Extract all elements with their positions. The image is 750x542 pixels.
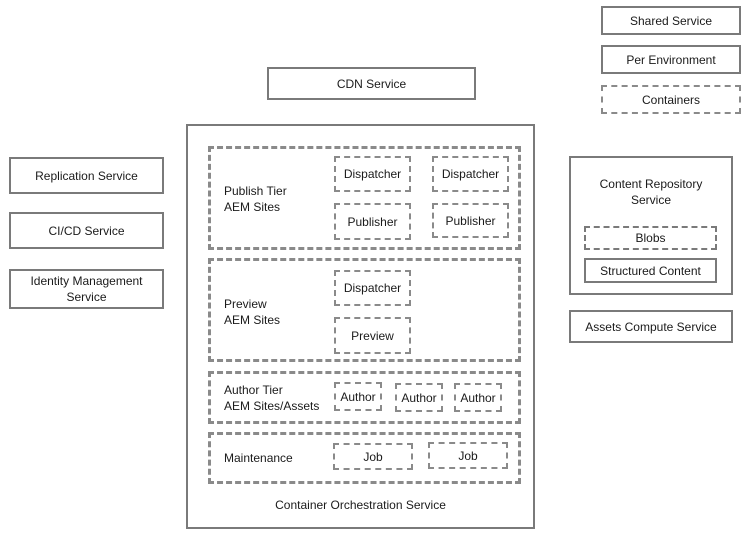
- identity-management-service: Identity Management Service: [9, 269, 164, 309]
- publisher-label: Publisher: [445, 213, 496, 228]
- publish-tier-label-2: AEM Sites: [224, 200, 281, 214]
- author-tier: [208, 371, 521, 424]
- publish-tier-title: Publish Tier AEM Sites: [224, 183, 287, 215]
- dispatcher-label: Dispatcher: [441, 167, 500, 181]
- replication-service: Replication Service: [9, 157, 164, 194]
- identity-management-label: Identity Management Service: [30, 274, 143, 304]
- publish-dispatcher-2: Dispatcher: [432, 156, 509, 192]
- cicd-service-label: CI/CD Service: [48, 223, 125, 238]
- preview-tier-title: Preview AEM Sites: [224, 296, 280, 328]
- cdn-service: CDN Service: [267, 67, 476, 100]
- container-orchestration-label: Container Orchestration Service: [275, 498, 446, 512]
- assets-compute-label: Assets Compute Service: [585, 319, 717, 334]
- dispatcher-label: Dispatcher: [343, 167, 402, 181]
- maintenance-tier: [208, 432, 521, 484]
- legend-containers: Containers: [601, 85, 741, 114]
- structured-content-store: Structured Content: [584, 258, 717, 283]
- author-label: Author: [340, 389, 376, 404]
- legend-shared-label: Shared Service: [629, 13, 713, 28]
- job-1: Job: [333, 443, 413, 470]
- author-2: Author: [395, 383, 443, 412]
- preview-label: Preview: [351, 328, 394, 343]
- cdn-service-label: CDN Service: [336, 76, 407, 91]
- author-tier-label-2: AEM Sites/Assets: [224, 399, 320, 413]
- legend-containers-label: Containers: [641, 92, 701, 107]
- maintenance-label: Maintenance: [224, 451, 293, 465]
- author-tier-title: Author Tier AEM Sites/Assets: [224, 382, 319, 414]
- publish-tier: [208, 146, 521, 250]
- author-label: Author: [460, 390, 496, 405]
- content-repository-label: Content Repository Service: [599, 177, 703, 207]
- cicd-service: CI/CD Service: [9, 212, 164, 249]
- structured-content-label: Structured Content: [600, 263, 701, 278]
- job-label: Job: [363, 449, 383, 464]
- author-label: Author: [401, 390, 437, 405]
- preview-tier-label-1: Preview: [224, 297, 267, 311]
- preview-instance: Preview: [334, 317, 411, 354]
- preview-tier-label-2: AEM Sites: [224, 313, 281, 327]
- author-tier-label-1: Author Tier: [224, 383, 283, 397]
- replication-service-label: Replication Service: [35, 168, 138, 183]
- publish-tier-label-1: Publish Tier: [224, 184, 287, 198]
- publish-dispatcher-1: Dispatcher: [334, 156, 411, 192]
- publisher-2: Publisher: [432, 203, 509, 238]
- blobs-label: Blobs: [635, 231, 666, 245]
- job-2: Job: [428, 442, 508, 469]
- dispatcher-label: Dispatcher: [343, 281, 402, 295]
- maintenance-tier-title: Maintenance: [224, 450, 293, 466]
- preview-tier: [208, 258, 521, 362]
- publisher-1: Publisher: [334, 203, 411, 240]
- author-1: Author: [334, 382, 382, 411]
- assets-compute-service: Assets Compute Service: [569, 310, 733, 343]
- publisher-label: Publisher: [347, 214, 398, 229]
- legend-shared-service: Shared Service: [601, 6, 741, 35]
- job-label: Job: [458, 448, 478, 463]
- blobs-store: Blobs: [584, 226, 717, 250]
- author-3: Author: [454, 383, 502, 412]
- legend-per-env-label: Per Environment: [626, 52, 716, 67]
- preview-dispatcher: Dispatcher: [334, 270, 411, 306]
- legend-per-environment: Per Environment: [601, 45, 741, 74]
